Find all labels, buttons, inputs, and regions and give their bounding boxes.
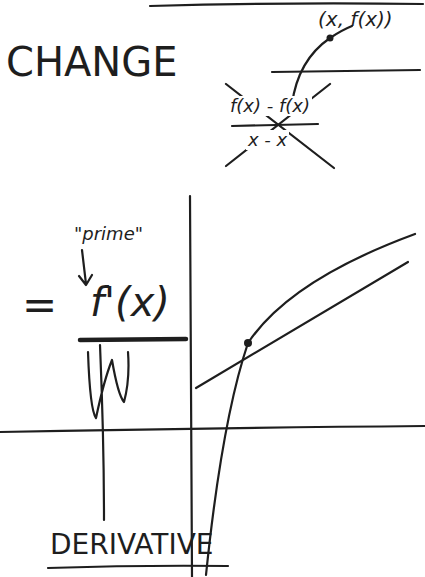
- derivative-symbol: f'(x): [88, 280, 172, 324]
- heading-word: CHANGE: [4, 40, 180, 84]
- point-dot: [327, 35, 334, 42]
- underline: [48, 566, 228, 568]
- point-label: (x, f(x)): [316, 8, 395, 30]
- cross-out-stroke: [226, 84, 334, 168]
- fraction-bar: [232, 124, 318, 126]
- y-axis: [190, 196, 192, 577]
- equals-sign: =: [20, 282, 59, 328]
- x-axis: [0, 426, 425, 432]
- prime-note: "prime": [72, 224, 145, 244]
- small-x-axis: [272, 70, 420, 72]
- difference-denominator: x - x: [246, 130, 289, 150]
- fraction-bar: [80, 339, 186, 340]
- cross-out-stroke: [226, 84, 330, 166]
- top-rule: [150, 3, 423, 6]
- scribble: [88, 345, 129, 520]
- function-curve: [206, 234, 415, 575]
- tangent-line: [196, 262, 408, 388]
- point-dot: [244, 339, 252, 347]
- difference-numerator: f(x) - f(x): [228, 96, 312, 116]
- heading-word: DERIVATIVE: [48, 530, 216, 561]
- small-curve: [292, 26, 352, 104]
